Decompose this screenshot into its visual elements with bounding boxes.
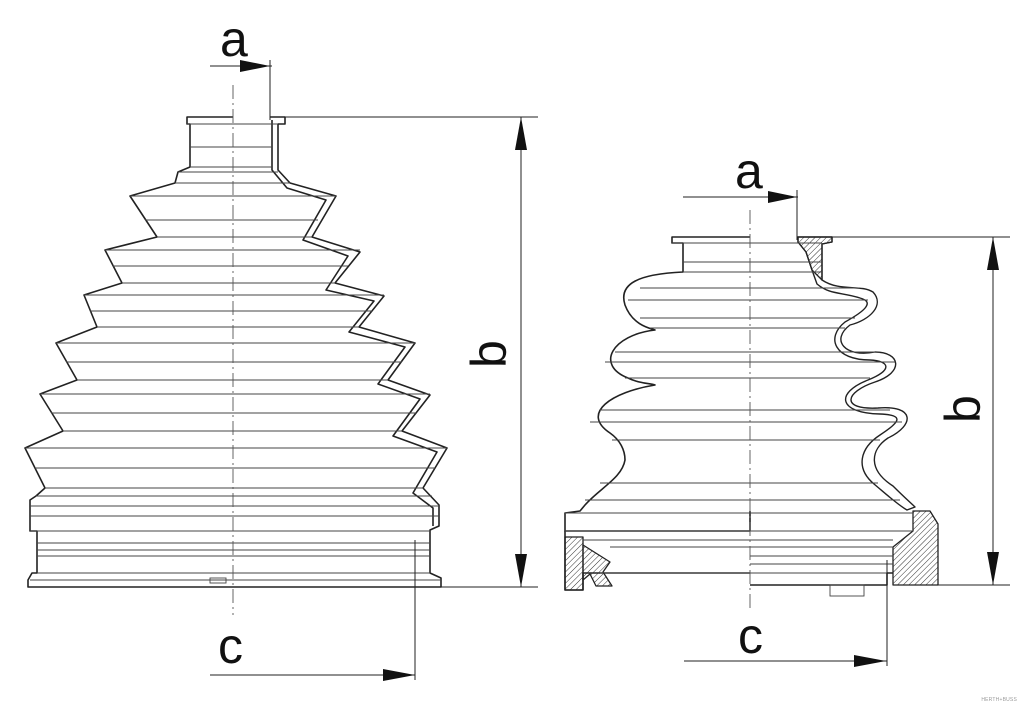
right-dim-a	[683, 190, 798, 240]
left-dim-a	[210, 60, 272, 120]
watermark: HERTH+BUSS	[981, 697, 1017, 703]
right-boot: a b c	[564, 143, 1010, 667]
right-boot-section	[797, 236, 916, 511]
right-boot-outline	[564, 236, 750, 532]
right-dim-b-label: b	[935, 395, 991, 423]
right-dim-c	[684, 560, 888, 667]
right-dim-a-label: a	[735, 143, 763, 199]
right-boot-left-clamp-hatch	[564, 536, 584, 591]
left-dim-c-label: c	[218, 618, 243, 674]
left-dim-b-label: b	[461, 340, 517, 368]
right-boot-lip-hatch	[582, 544, 613, 587]
left-boot-outline	[24, 116, 233, 588]
right-boot-collar	[564, 511, 893, 591]
left-dim-c	[210, 540, 416, 681]
left-dim-a-label: a	[220, 11, 248, 67]
right-boot-top-hatch	[797, 236, 833, 281]
left-boot-section-outer	[233, 116, 448, 588]
right-boot-clamp-hatch	[892, 510, 939, 586]
right-boot-rib-lines	[565, 242, 913, 597]
right-dim-c-label: c	[738, 608, 763, 664]
left-boot: a b c	[24, 11, 538, 681]
left-boot-section-inner	[271, 120, 438, 526]
left-boot-rib-lines	[25, 123, 447, 584]
left-dim-b	[285, 116, 538, 588]
right-dim-b	[832, 236, 1010, 586]
